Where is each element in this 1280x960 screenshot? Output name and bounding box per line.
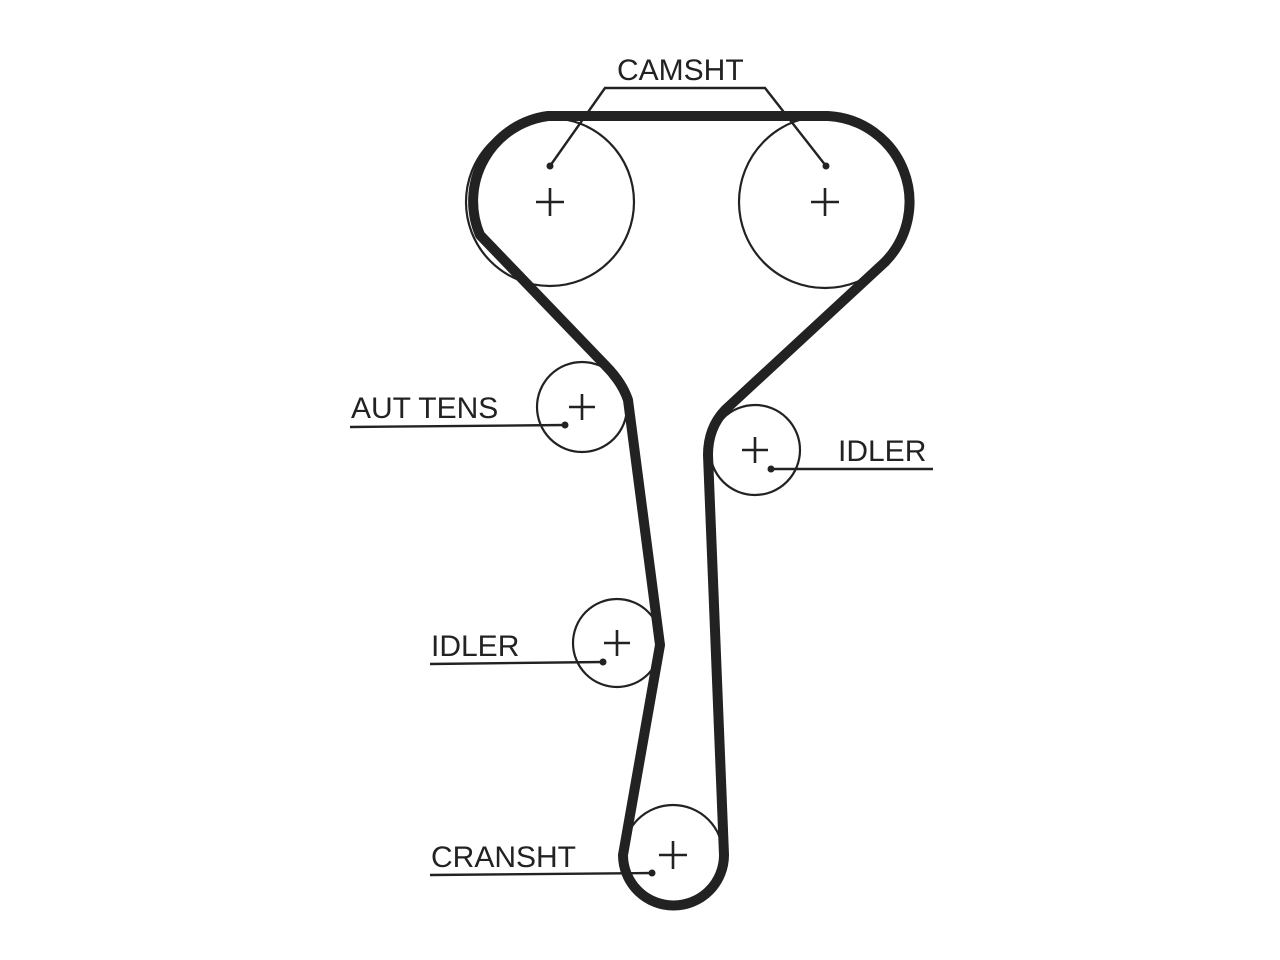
- tensioner-leader: [349, 421, 569, 429]
- crankshaft-label: CRANSHT: [431, 841, 576, 874]
- camshaft-leader: [546, 86, 830, 170]
- idler-right-label: IDLER: [838, 435, 926, 468]
- idler-right-leader: [767, 465, 933, 473]
- idler-left-leader: [429, 658, 607, 666]
- timing-belt: [468, 111, 915, 911]
- idler-left-label: IDLER: [431, 630, 519, 663]
- tensioner-label: AUT TENS: [351, 392, 498, 425]
- crankshaft-leader: [429, 869, 656, 877]
- camshaft-label: CAMSHT: [617, 54, 744, 87]
- idler-pulley-left: [571, 597, 663, 689]
